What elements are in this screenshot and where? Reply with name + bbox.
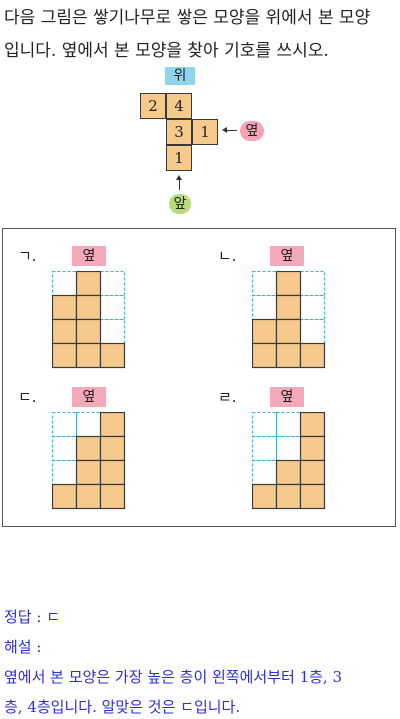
cube-cell	[99, 459, 126, 486]
empty-cell	[100, 319, 125, 344]
cube-cell	[275, 483, 302, 510]
cube-cell	[275, 271, 302, 297]
cube-cell	[275, 459, 302, 486]
front-label: 앞	[169, 194, 191, 214]
cube-cell	[299, 435, 326, 462]
option-symbol: ㄱ.	[18, 247, 37, 265]
side-view-grid	[252, 271, 326, 369]
top-view-cell: 1	[192, 119, 218, 145]
option-symbol: ㄷ.	[18, 388, 37, 406]
question-line-1: 다음 그림은 쌓기나무로 쌓은 모양을 위에서 본 모양	[4, 8, 371, 28]
cube-cell	[99, 342, 126, 369]
cube-cell	[75, 435, 102, 462]
cube-cell	[75, 483, 102, 510]
explanation-line-1: 옆에서 본 모양은 가장 높은 층이 왼쪽에서부터 1층, 3	[4, 668, 343, 686]
choices-box	[2, 228, 396, 527]
cube-cell	[75, 459, 102, 486]
empty-cell	[276, 412, 301, 437]
empty-cell	[252, 271, 277, 296]
top-label: 위	[165, 67, 195, 85]
empty-cell	[252, 460, 277, 485]
top-view-cell: 1	[166, 145, 192, 171]
cube-cell	[75, 318, 102, 345]
side-arrow-icon	[222, 127, 237, 133]
empty-cell	[300, 271, 325, 296]
empty-cell	[276, 436, 301, 461]
side-view-grid	[252, 412, 326, 510]
cube-cell	[75, 342, 102, 369]
front-arrow-icon	[176, 175, 182, 190]
cube-cell	[99, 412, 126, 438]
option-symbol: ㄴ.	[218, 247, 237, 265]
cube-cell	[52, 318, 78, 345]
option-symbol: ㄹ.	[218, 388, 237, 406]
empty-cell	[52, 412, 77, 437]
cube-cell	[252, 318, 278, 345]
cube-cell	[99, 483, 126, 510]
top-view-cell: 3	[166, 119, 192, 145]
empty-cell	[76, 412, 101, 437]
explanation-line-2: 층, 4층입니다. 알맞은 것은 ㄷ입니다.	[4, 698, 241, 716]
cube-cell	[52, 483, 78, 510]
option-view-label: 옆	[72, 387, 106, 407]
top-view-cell: 4	[166, 93, 192, 119]
empty-cell	[300, 295, 325, 320]
side-view-grid	[52, 412, 126, 510]
empty-cell	[100, 295, 125, 320]
cube-cell	[52, 342, 78, 369]
cube-cell	[275, 294, 302, 321]
cube-cell	[99, 435, 126, 462]
cube-cell	[75, 271, 102, 297]
empty-cell	[300, 319, 325, 344]
empty-cell	[252, 436, 277, 461]
cube-cell	[299, 483, 326, 510]
option-view-label: 옆	[72, 246, 106, 266]
explanation-label: 해설 :	[4, 638, 42, 656]
cube-cell	[275, 342, 302, 369]
empty-cell	[52, 271, 77, 296]
top-view-cell: 2	[140, 93, 166, 119]
cube-cell	[275, 318, 302, 345]
empty-cell	[252, 412, 277, 437]
option-view-label: 옆	[270, 246, 304, 266]
cube-cell	[252, 483, 278, 510]
option-view-label: 옆	[270, 387, 304, 407]
empty-cell	[100, 271, 125, 296]
answer-line: 정답 : ㄷ	[4, 608, 60, 626]
question-line-2: 입니다. 옆에서 본 모양을 찾아 기호를 쓰시오.	[4, 41, 329, 61]
cube-cell	[52, 294, 78, 321]
empty-cell	[52, 436, 77, 461]
side-view-grid	[52, 271, 126, 369]
cube-cell	[75, 294, 102, 321]
side-label: 옆	[240, 121, 264, 141]
cube-cell	[299, 459, 326, 486]
cube-cell	[252, 342, 278, 369]
empty-cell	[252, 295, 277, 320]
empty-cell	[52, 460, 77, 485]
question-text: 다음 그림은 쌓기나무로 쌓은 모양을 위에서 본 모양 입니다. 옆에서 본 …	[4, 2, 400, 68]
cube-cell	[299, 342, 326, 369]
cube-cell	[299, 412, 326, 438]
